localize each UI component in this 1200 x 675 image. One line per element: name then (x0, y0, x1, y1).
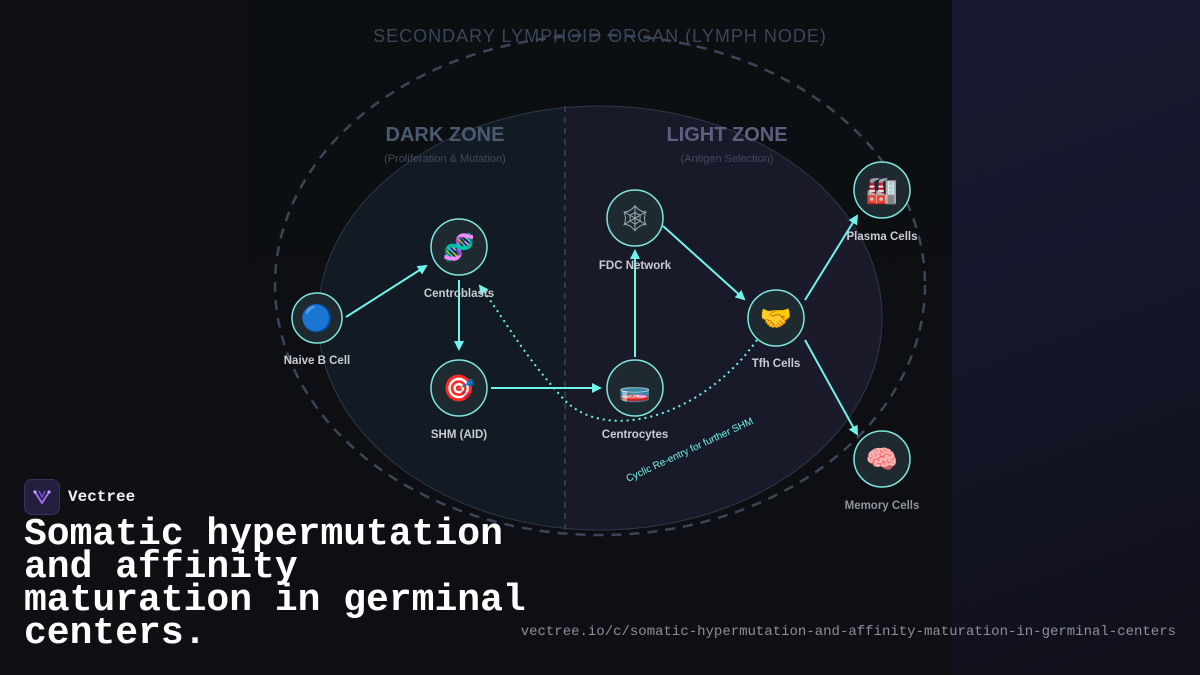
node-shm: 🎯 SHM (AID) (430, 359, 488, 441)
node-tfh-cells: 🤝 Tfh Cells (747, 289, 805, 370)
cyclic-reentry-path (478, 284, 758, 422)
dark-zone (318, 107, 565, 529)
node-centroblasts: 🧬 Centroblasts (424, 218, 494, 300)
factory-icon: 🏭 (866, 176, 898, 206)
light-zone-subtitle: (Antigen Selection) (681, 153, 774, 165)
organ-title: SECONDARY LYMPHOID ORGAN (LYMPH NODE) (373, 26, 827, 46)
page-title: Somatic hypermutation and affinity matur… (24, 513, 526, 655)
blue-circle-icon: 🔵 (301, 303, 333, 334)
tfh-cells-label: Tfh Cells (752, 358, 801, 370)
node-fdc-network: 🕸 FDC Network (599, 189, 672, 272)
target-icon: 🎯 (443, 374, 475, 404)
arrow-naive-to-centroblasts (345, 264, 428, 318)
centroblasts-label: Centroblasts (424, 288, 494, 300)
arrow-fdc-to-tfh (662, 225, 746, 301)
test-tube-icon: 🧫 (619, 374, 651, 404)
arrow-tfh-to-plasma (804, 214, 859, 301)
node-memory-cells: 🧠 Memory Cells (845, 430, 920, 512)
arrow-tfh-to-memory (804, 339, 858, 436)
shm-label: SHM (AID) (431, 429, 487, 441)
naive-b-cell-label: Naive B Cell (284, 355, 350, 367)
node-plasma-cells: 🏭 Plasma Cells (847, 161, 918, 243)
centrocytes-label: Centrocytes (602, 429, 668, 441)
fdc-network-label: FDC Network (599, 260, 672, 272)
dna-icon: 🧬 (443, 231, 475, 263)
handshake-icon: 🤝 (760, 304, 792, 334)
light-zone-title: LIGHT ZONE (666, 124, 787, 146)
node-centrocytes: 🧫 Centrocytes (602, 359, 668, 441)
background-right-panel (952, 0, 1200, 675)
dark-zone-subtitle: (Proliferation & Mutation) (384, 153, 506, 165)
brand: Vectree (24, 479, 135, 515)
spider-web-icon: 🕸 (618, 204, 651, 234)
brain-icon: 🧠 (866, 445, 898, 475)
memory-cells-label: Memory Cells (845, 500, 920, 512)
plasma-cells-label: Plasma Cells (847, 231, 918, 243)
dark-zone-title: DARK ZONE (386, 124, 505, 146)
lymph-node-outline (273, 33, 927, 537)
node-naive-b-cell: 🔵 Naive B Cell (284, 292, 350, 367)
brand-name: Vectree (68, 488, 136, 506)
page-url[interactable]: vectree.io/c/somatic-hypermutation-and-a… (520, 624, 1176, 640)
vectree-logo-icon (24, 479, 60, 515)
